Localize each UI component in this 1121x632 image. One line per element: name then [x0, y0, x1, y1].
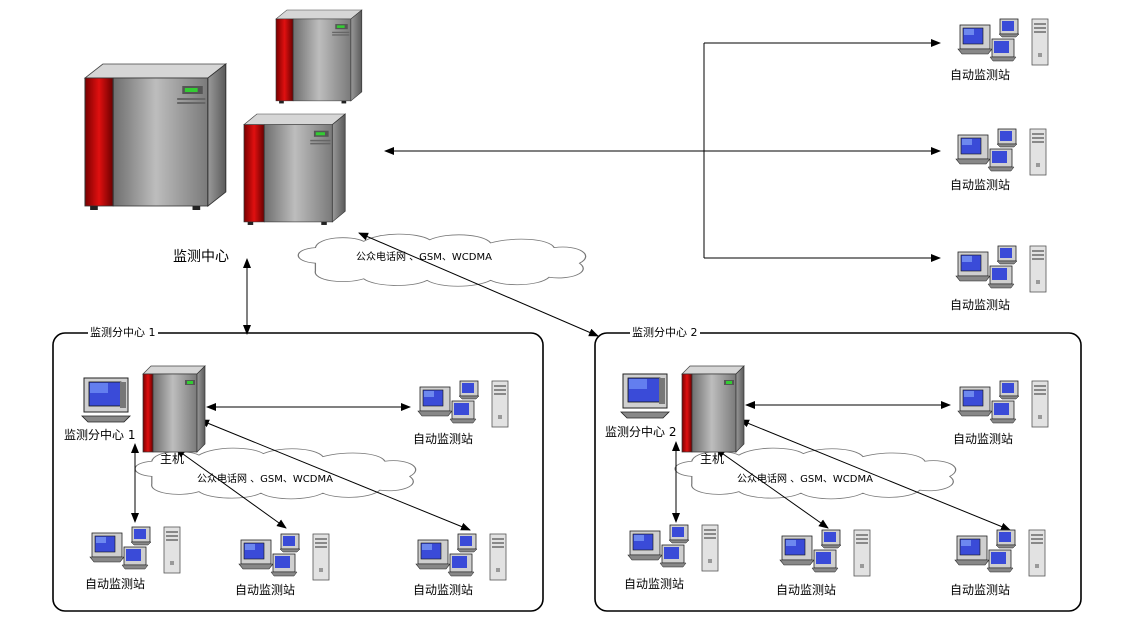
branch2-title: 监测分中心 2 [630, 326, 700, 339]
top-station-label-1: 自动监测站 [950, 68, 1011, 82]
center-label: 监测中心 [173, 249, 229, 265]
branch1-station-label-3: 自动监测站 [235, 583, 296, 597]
branch2-pc-label: 监测分中心 2 [605, 425, 677, 439]
branch1-station-label-2: 自动监测站 [85, 577, 146, 591]
top-station-label-2: 自动监测站 [950, 178, 1011, 192]
branch2-station-label-2: 自动监测站 [624, 577, 685, 591]
branch1-lines [131, 403, 471, 531]
branch2-box [594, 332, 1082, 612]
branch1-host-label: 主机 [160, 452, 185, 466]
branch2-cloud-label: 公众电话网 、GSM、WCDMA [737, 474, 873, 485]
branch2-station-label-3: 自动监测站 [776, 583, 837, 597]
branch1-cloud-label: 公众电话网 、GSM、WCDMA [197, 474, 333, 485]
branch1-box [52, 332, 544, 612]
branch1-station-label-4: 自动监测站 [413, 583, 474, 597]
connection-lines [243, 39, 941, 337]
top-stations [955, 18, 1049, 293]
branch1-title: 监测分中心 1 [88, 326, 158, 339]
center-servers [84, 9, 363, 226]
branch2-host-label: 主机 [700, 452, 725, 466]
top-station-label-3: 自动监测站 [950, 298, 1011, 312]
branch1-pc-label: 监测分中心 1 [64, 428, 136, 442]
branch2-lines [672, 401, 1011, 531]
branch1-station-label-1: 自动监测站 [413, 432, 474, 446]
branch2-station-label-1: 自动监测站 [953, 432, 1014, 446]
cloud-top-label: 公众电话网 、GSM、WCDMA [356, 252, 492, 263]
branch2-station-label-4: 自动监测站 [950, 583, 1011, 597]
